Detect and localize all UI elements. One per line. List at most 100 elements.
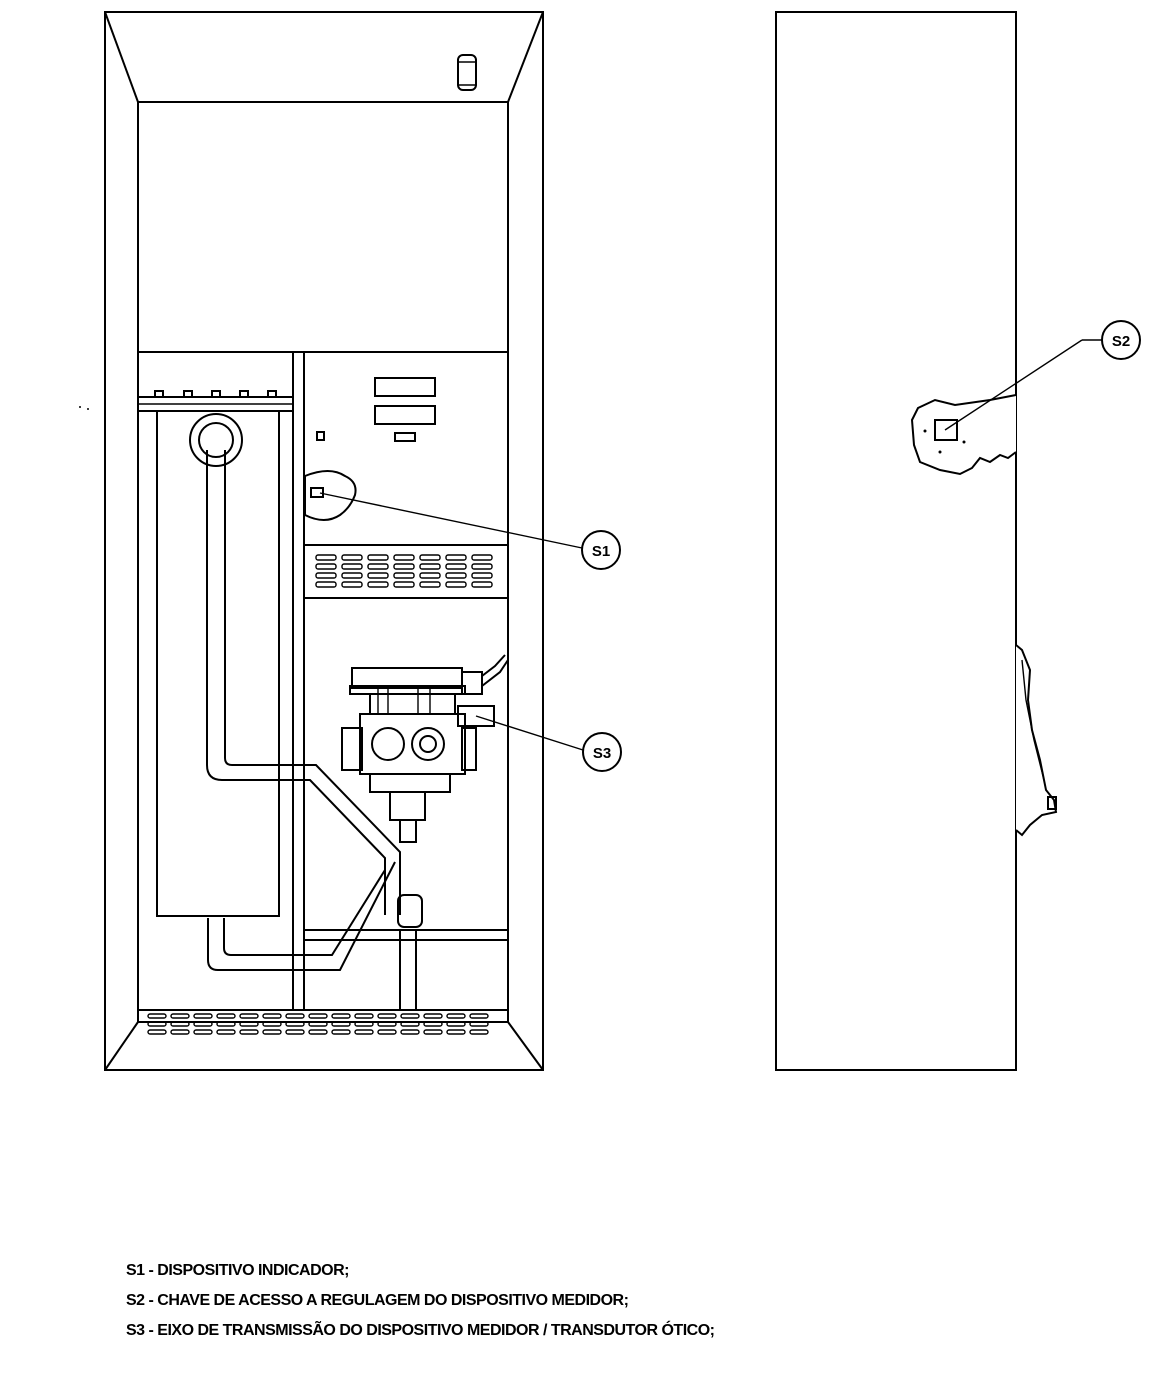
vent-slot	[315, 572, 337, 579]
vent-slot	[445, 581, 467, 588]
vent-slot	[193, 1021, 213, 1027]
callout-s1: S1	[319, 492, 621, 570]
display-panels	[316, 377, 436, 442]
vent-slot	[239, 1029, 259, 1035]
vent-slot	[170, 1029, 190, 1035]
legend-item-s1: S1 - DISPOSITIVO INDICADOR;	[126, 1262, 349, 1279]
vent-slot	[446, 1013, 466, 1019]
vent-slot	[393, 554, 415, 561]
callout-s3: S3	[475, 715, 622, 772]
regulating-key-access	[910, 394, 1017, 476]
vent-slot	[308, 1021, 328, 1027]
vent-slot	[147, 1021, 167, 1027]
vent-slot	[341, 581, 363, 588]
vent-slot	[262, 1029, 282, 1035]
vent-slot	[419, 554, 441, 561]
open-cabinet-front-view	[104, 11, 544, 1071]
closed-cabinet-side-view	[775, 11, 1058, 1071]
vent-slot	[170, 1021, 190, 1027]
vent-slot	[331, 1013, 351, 1019]
legend-item-s3: S3 - EIXO DE TRANSMISSÃO DO DISPOSITIVO …	[126, 1322, 715, 1339]
vent-slot	[393, 572, 415, 579]
hydraulic-pipe	[206, 450, 508, 1010]
vent-slot	[341, 554, 363, 561]
vent-slot	[393, 563, 415, 570]
vent-slot	[446, 1021, 466, 1027]
ventilation-slots-middle	[315, 554, 493, 588]
vent-slot	[147, 1013, 167, 1019]
vent-slot	[216, 1013, 236, 1019]
vent-slot	[216, 1029, 236, 1035]
vent-slot	[315, 581, 337, 588]
vent-slot	[170, 1013, 190, 1019]
legend-item-s2: S2 - CHAVE DE ACESSO A REGULAGEM DO DISP…	[126, 1292, 629, 1309]
vent-slot	[471, 581, 493, 588]
vent-slot	[147, 1029, 167, 1035]
vent-slot	[469, 1021, 489, 1027]
vent-slot	[423, 1029, 443, 1035]
vent-slot	[367, 563, 389, 570]
vent-slot	[377, 1029, 397, 1035]
vent-slot	[367, 572, 389, 579]
vent-slot	[262, 1021, 282, 1027]
vent-slot	[377, 1013, 397, 1019]
vent-slot	[367, 581, 389, 588]
side-handle	[1015, 644, 1058, 837]
vent-slot	[341, 572, 363, 579]
vent-slot	[367, 554, 389, 561]
vent-slot	[393, 581, 415, 588]
vent-slot	[445, 572, 467, 579]
vent-slot	[315, 554, 337, 561]
indicator-device	[304, 470, 357, 521]
cabinet-side-panel	[775, 11, 1017, 1071]
filter-tank	[156, 410, 280, 917]
vent-slot	[285, 1013, 305, 1019]
vent-slot	[341, 563, 363, 570]
vent-slot	[400, 1021, 420, 1027]
vent-slot	[471, 554, 493, 561]
callout-s2: S2	[944, 320, 1141, 431]
vent-slot	[445, 563, 467, 570]
vent-slot	[446, 1029, 466, 1035]
vent-slot	[193, 1013, 213, 1019]
vent-slot	[354, 1013, 374, 1019]
vent-slot	[262, 1013, 282, 1019]
ventilation-slots-bottom	[147, 1013, 489, 1035]
legend: S1 - DISPOSITIVO INDICADOR; S2 - CHAVE D…	[126, 1256, 715, 1346]
callout-s2-label: S2	[1112, 333, 1130, 350]
vent-slot	[308, 1013, 328, 1019]
vent-slot	[400, 1013, 420, 1019]
vent-slot	[400, 1029, 420, 1035]
vent-slot	[469, 1013, 489, 1019]
vent-slot	[239, 1021, 259, 1027]
vent-slot	[239, 1013, 259, 1019]
vent-slot	[471, 563, 493, 570]
lock-cylinder	[457, 54, 477, 91]
vent-slot	[423, 1021, 443, 1027]
vent-slot	[315, 563, 337, 570]
callout-s3-label: S3	[593, 745, 611, 762]
cabinet-outer-frame	[104, 11, 544, 1071]
vent-slot	[419, 572, 441, 579]
vent-slot	[331, 1021, 351, 1027]
vent-slot	[423, 1013, 443, 1019]
vent-slot	[308, 1029, 328, 1035]
vent-slot	[354, 1029, 374, 1035]
vent-slot	[216, 1021, 236, 1027]
cabinet-inner-frame	[137, 101, 509, 1023]
vent-slot	[354, 1021, 374, 1027]
vent-slot	[331, 1029, 351, 1035]
callout-s1-label: S1	[592, 543, 610, 560]
vent-slot	[285, 1021, 305, 1027]
meter-assembly	[341, 654, 509, 843]
vent-slot	[419, 581, 441, 588]
vent-slot	[377, 1021, 397, 1027]
vent-slot	[193, 1029, 213, 1035]
vent-slot	[419, 563, 441, 570]
vent-slot	[445, 554, 467, 561]
vent-slot	[469, 1029, 489, 1035]
pipe-coupling	[189, 413, 243, 467]
mounting-rail	[137, 390, 294, 412]
